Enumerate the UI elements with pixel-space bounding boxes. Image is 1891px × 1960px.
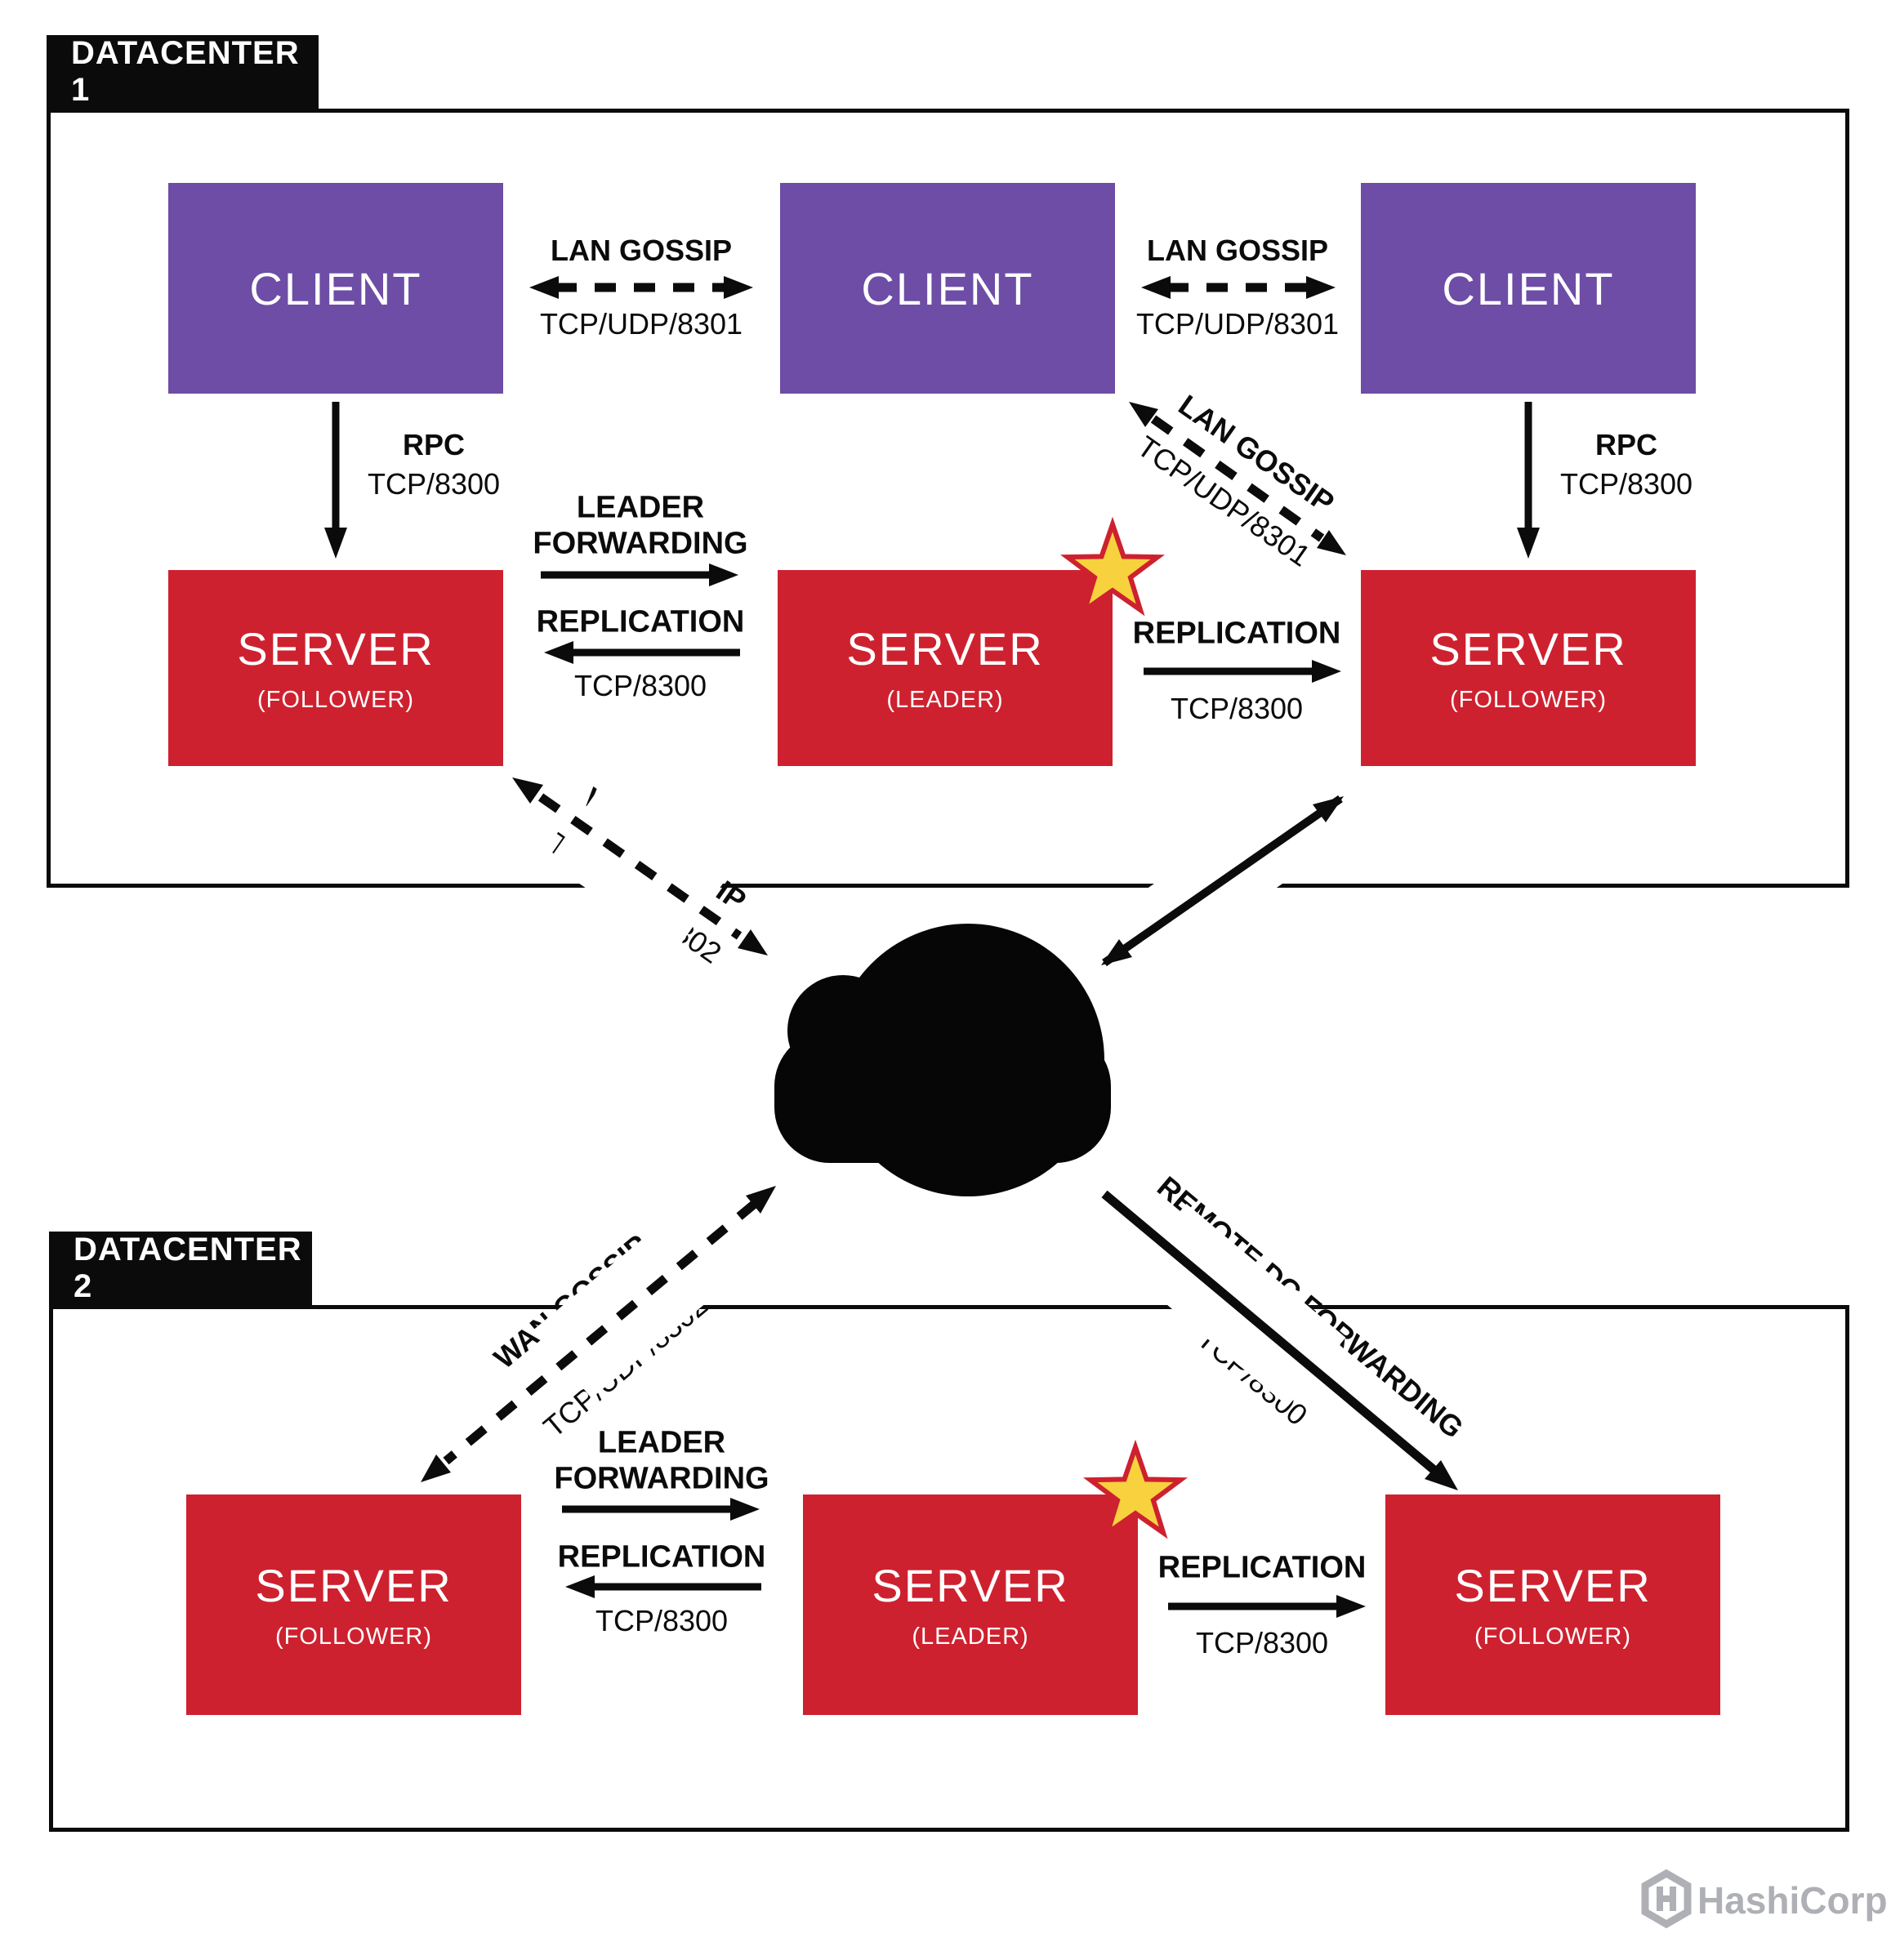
dc1-replication-2-label: REPLICATION (1132, 616, 1341, 651)
dc2-leader-forwarding-line1: LEADER (597, 1425, 726, 1460)
rpc-2-label: RPC (1594, 428, 1658, 461)
dc1-replication-2-port: TCP/8300 (1170, 692, 1304, 725)
dc1-server-follower-2: SERVER (FOLLOWER) (1361, 570, 1696, 766)
dc2-server-3-label: SERVER (1454, 1560, 1652, 1611)
lan-gossip-1-port: TCP/UDP/8301 (539, 307, 743, 341)
datacenter2-label: DATACENTER 2 (74, 1232, 302, 1304)
datacenter1-label: DATACENTER 1 (71, 35, 300, 108)
dc1-leader-forwarding-line2: FORWARDING (533, 526, 748, 561)
hashicorp-wordmark: HashiCorp (1697, 1879, 1888, 1922)
datacenter2-boundary (49, 1305, 1849, 1832)
dc1-server-2-role: (LEADER) (886, 687, 1004, 713)
dc1-client-1-label: CLIENT (249, 262, 422, 314)
dc1-server-3-label: SERVER (1429, 623, 1627, 675)
dc1-server-2-label: SERVER (846, 623, 1044, 675)
dc1-client-3: CLIENT (1361, 183, 1696, 394)
datacenter2-tab: DATACENTER 2 (49, 1232, 312, 1305)
dc1-replication-1-label: REPLICATION (536, 604, 745, 639)
rpc-2-port: TCP/8300 (1559, 467, 1693, 501)
hashicorp-logo-icon (1641, 1869, 1692, 1929)
rpc-1-label: RPC (402, 428, 466, 461)
lan-gossip-2-label: LAN GOSSIP (1146, 234, 1329, 267)
dc1-server-leader: SERVER (LEADER) (778, 570, 1113, 766)
dc1-server-1-label: SERVER (237, 623, 435, 675)
dc2-replication-1-port: TCP/8300 (595, 1604, 729, 1637)
datacenter1-tab: DATACENTER 1 (47, 35, 319, 109)
dc1-server-3-role: (FOLLOWER) (1449, 687, 1608, 713)
dc2-server-1-role: (FOLLOWER) (274, 1624, 433, 1650)
dc2-server-3-role: (FOLLOWER) (1474, 1624, 1632, 1650)
dc1-server-follower-1: SERVER (FOLLOWER) (168, 570, 503, 766)
lan-gossip-2-port: TCP/UDP/8301 (1135, 307, 1340, 341)
dc2-server-2-role: (LEADER) (912, 1624, 1029, 1650)
rpc-1-port: TCP/8300 (367, 467, 501, 501)
dc2-replication-2-port: TCP/8300 (1195, 1626, 1329, 1659)
lan-gossip-1-label: LAN GOSSIP (550, 234, 733, 267)
datacenter1-boundary (47, 109, 1849, 888)
dc1-leader-forwarding-line1: LEADER (576, 490, 705, 525)
dc2-replication-1-label: REPLICATION (557, 1539, 766, 1575)
dc1-replication-1-port: TCP/8300 (573, 669, 707, 702)
dc2-server-2-label: SERVER (872, 1560, 1069, 1611)
dc2-leader-forwarding-line2: FORWARDING (554, 1461, 769, 1496)
dc1-client-1: CLIENT (168, 183, 503, 394)
dc2-replication-2-label: REPLICATION (1157, 1550, 1367, 1585)
dc2-server-1-label: SERVER (255, 1560, 453, 1611)
dc2-server-follower-1: SERVER (FOLLOWER) (186, 1494, 521, 1715)
dc1-client-3-label: CLIENT (1442, 262, 1615, 314)
dc2-server-leader: SERVER (LEADER) (803, 1494, 1138, 1715)
dc1-server-1-role: (FOLLOWER) (256, 687, 415, 713)
internet-cloud-label: INTERNET (845, 1042, 1043, 1080)
dc1-client-2-label: CLIENT (861, 262, 1034, 314)
dc1-client-2: CLIENT (780, 183, 1115, 394)
dc2-server-follower-2: SERVER (FOLLOWER) (1385, 1494, 1720, 1715)
